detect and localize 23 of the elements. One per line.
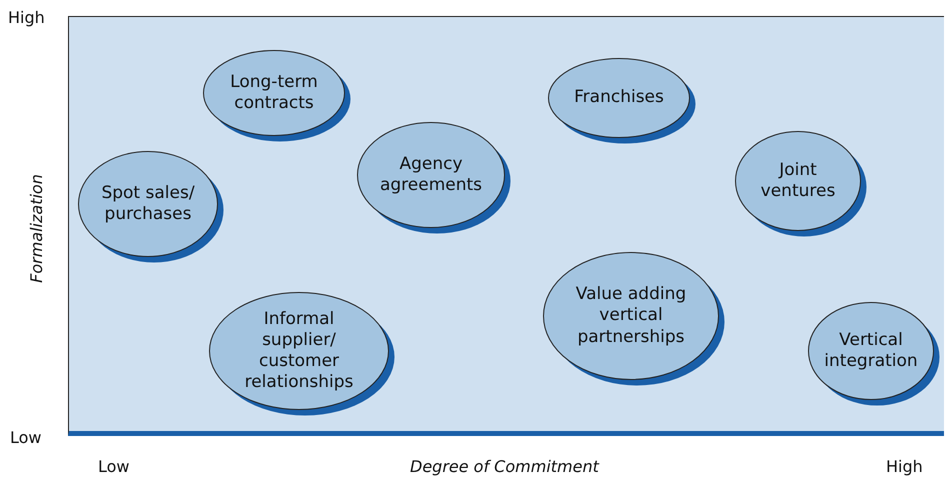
bubble-label: Informal supplier/ customer relationships (244, 308, 354, 394)
ellipse-bubble (735, 131, 868, 238)
axis-title: Degree of Commitment (410, 457, 599, 476)
ellipse-bubble (209, 292, 396, 417)
axis-tick-label: High (886, 457, 923, 476)
bubble-label: Joint ventures (760, 160, 836, 202)
ellipse-bubble (357, 122, 512, 235)
bubble-label: Long-term contracts (229, 72, 319, 114)
bubble-label: Agency agreements (378, 154, 484, 196)
axis-tick-label: High (8, 8, 45, 27)
axis-title: Formalization (26, 174, 46, 282)
bubble-label: Spot sales/ purchases (100, 182, 196, 226)
ellipse-bubble (78, 151, 225, 264)
bubble-label: Franchises (574, 87, 664, 109)
bubble-label: Value adding vertical partnerships (574, 284, 688, 348)
ellipse-bubble (543, 252, 726, 387)
chart-panel (68, 16, 944, 436)
ellipse-bubble (808, 302, 941, 407)
axis-tick-label: Low (10, 428, 42, 447)
axis-tick-label: Low (98, 457, 130, 476)
ellipse-bubble (548, 58, 697, 145)
ellipse-bubble (203, 50, 352, 143)
bubble-label: Vertical integration (823, 330, 919, 372)
